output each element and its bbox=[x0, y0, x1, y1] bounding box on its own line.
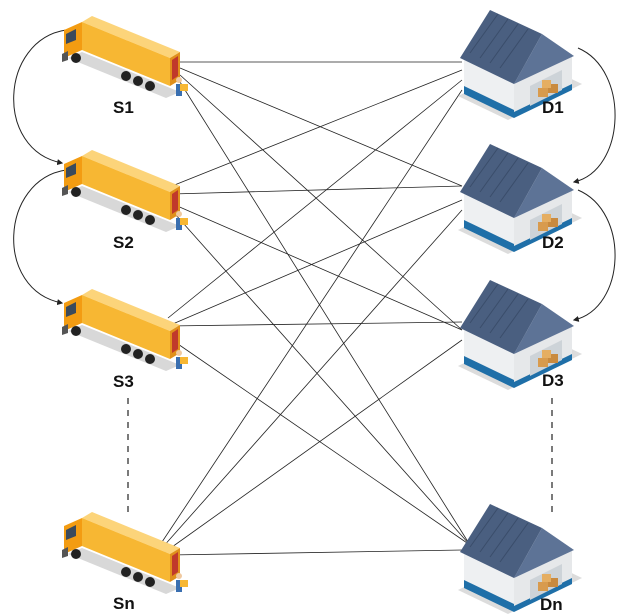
edge-s1-d2 bbox=[179, 67, 463, 187]
truck-icon bbox=[62, 150, 188, 232]
destination-arrows bbox=[572, 47, 616, 322]
arrow-d2-d3 bbox=[572, 189, 616, 322]
warehouse-icon bbox=[457, 503, 583, 614]
supplier-s1: S1 bbox=[62, 16, 188, 117]
edge-sn-d2 bbox=[161, 209, 463, 549]
edge-s3-d3 bbox=[167, 321, 463, 327]
supplier-label: S2 bbox=[113, 233, 134, 252]
destination-d1: D1 bbox=[457, 9, 583, 121]
supplier-s2: S2 bbox=[62, 150, 188, 252]
destination-label: Dn bbox=[540, 595, 563, 614]
supplier-label: Sn bbox=[113, 594, 135, 613]
connection-lines bbox=[159, 61, 471, 556]
supplier-sn: Sn bbox=[62, 512, 188, 613]
destination-label: D2 bbox=[542, 233, 564, 252]
supplier-label: S3 bbox=[113, 372, 134, 391]
edge-s2-d2 bbox=[171, 185, 463, 195]
destination-d2: D2 bbox=[457, 143, 583, 255]
destination-label: D1 bbox=[542, 98, 564, 117]
arrow-d1-d2 bbox=[572, 47, 616, 184]
supplier-label: S1 bbox=[113, 98, 134, 117]
edge-s1-d3 bbox=[179, 74, 463, 331]
edge-s2-d3 bbox=[174, 204, 463, 331]
edge-sn-d1 bbox=[159, 89, 463, 546]
edge-s3-dn bbox=[174, 341, 471, 546]
truck-icon bbox=[62, 16, 188, 98]
edge-s1-dn bbox=[179, 81, 471, 546]
edge-sn-d3 bbox=[164, 339, 463, 553]
destination-label: D3 bbox=[542, 371, 564, 390]
destination-d3: D3 bbox=[457, 279, 583, 391]
edge-s2-dn bbox=[174, 213, 471, 546]
truck-icon bbox=[62, 289, 188, 371]
supplier-arrows bbox=[13, 29, 67, 306]
edge-sn-dn bbox=[169, 549, 463, 556]
edge-s3-d2 bbox=[167, 199, 463, 327]
edge-s2-d1 bbox=[171, 69, 463, 187]
arrow-s1-s2 bbox=[13, 29, 67, 166]
supplier-s3: S3 bbox=[62, 289, 188, 391]
truck-icon bbox=[62, 512, 188, 594]
arrow-s2-s3 bbox=[13, 169, 67, 306]
edge-s3-d1 bbox=[167, 79, 463, 319]
destination-dn: Dn bbox=[457, 503, 583, 614]
